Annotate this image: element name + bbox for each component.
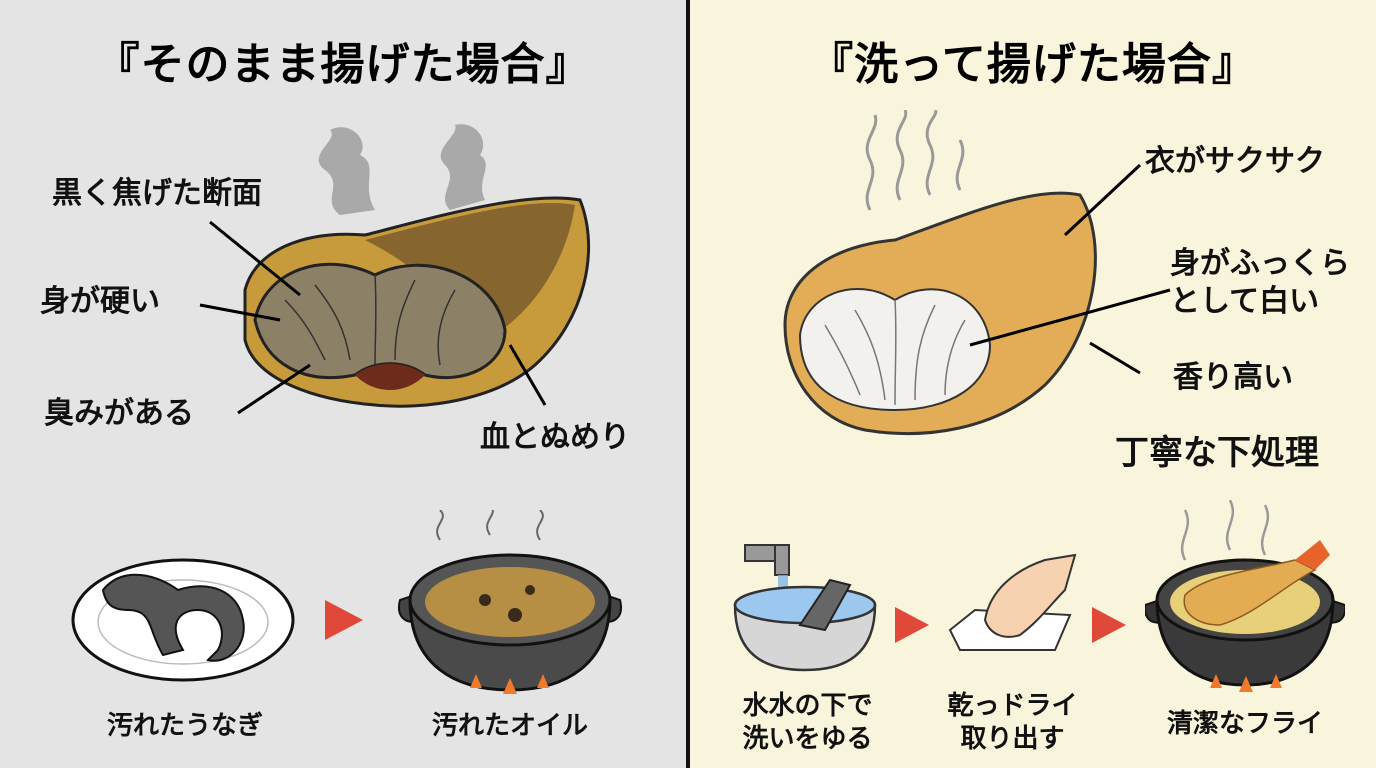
towel-dry-icon	[948, 553, 1077, 651]
caption-dirty-eel: 汚れたうなぎ	[106, 711, 263, 741]
arrow-right-icon	[895, 607, 929, 643]
arrow-right-icon	[1092, 607, 1126, 643]
clean-fry-pot-icon	[1145, 500, 1345, 692]
label-fluffy-white-1: 身がふっくら	[1170, 246, 1350, 281]
right-panel-washed-fried: 『洗って揚げた場合』 衣がサクサク 身がふっくら として白い 香り高い 丁寧な下…	[690, 0, 1376, 768]
smoke-icon	[318, 124, 486, 215]
left-panel-raw-fried: 『そのまま揚げた場合』 黒く焦げた断面 身が硬い 臭みがある 血とぬめり	[0, 0, 686, 768]
label-burnt-section: 黒く焦げた断面	[52, 176, 262, 211]
caption-wash-step-line2: 洗いをゆる	[742, 724, 873, 754]
label-crispy-batter: 衣がサクサク	[1145, 144, 1325, 179]
label-fluffy-white-2: として白い	[1170, 284, 1320, 319]
label-blood-slime: 血とぬめり	[480, 420, 630, 455]
leader-lines	[969, 163, 1171, 375]
label-fragrant: 香り高い	[1173, 360, 1293, 395]
right-title: 『洗って揚げた場合』	[809, 39, 1257, 90]
burnt-eel-fillet-illustration	[243, 196, 591, 408]
caption-dry-step-line1: 乾っドライ	[947, 691, 1078, 721]
label-hard-flesh: 身が硬い	[40, 284, 160, 319]
arrow-right-icon	[325, 600, 363, 640]
steam-icon	[865, 110, 965, 211]
fried-eel-fillet-illustration	[783, 191, 1097, 435]
wash-in-bowl-icon	[733, 544, 877, 672]
label-careful-prep: 丁寧な下処理	[1115, 433, 1319, 473]
left-title: 『そのまま揚げた場合』	[95, 39, 591, 90]
caption-clean-fry: 清潔なフライ	[1166, 709, 1323, 739]
eel-on-plate-icon	[71, 558, 295, 682]
dirty-oil-pot-icon	[398, 510, 622, 694]
label-fishy-smell: 臭みがある	[44, 396, 194, 431]
caption-dirty-oil: 汚れたオイル	[431, 711, 588, 741]
caption-dry-step-line2: 取り出す	[960, 724, 1065, 754]
panel-divider	[686, 0, 690, 768]
leader-lines	[199, 220, 547, 415]
caption-wash-step-line1: 水水の下で	[742, 691, 873, 721]
